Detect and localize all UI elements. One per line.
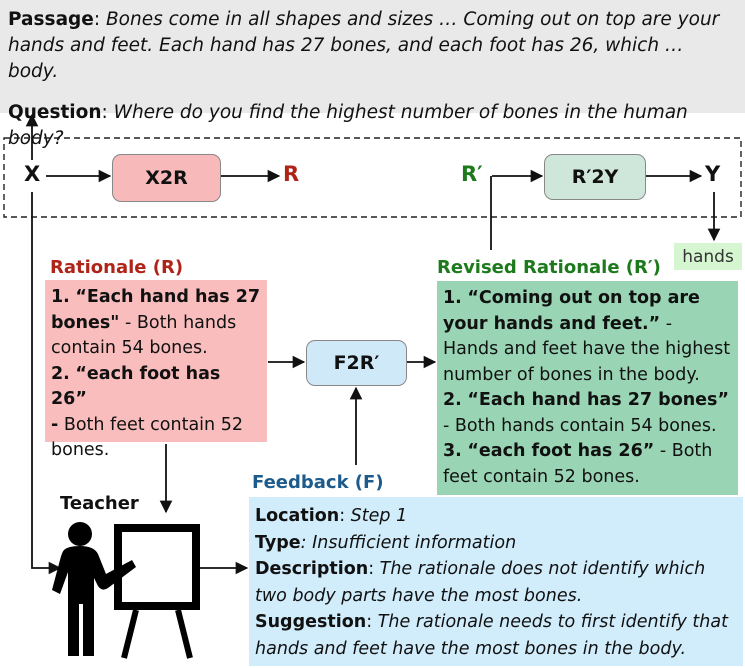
f2r-node: F2R′ [306,340,407,386]
x-to-teacher-arrow [31,192,62,575]
revised-step: 1. “Coming out on top are your hands and… [443,286,732,388]
feedback-suggestion-value: The rationale needs to first identify th… [255,612,728,659]
answer-tag: hands [674,243,742,270]
teacher-icon [52,522,200,659]
feedback-description-value: The rationale does not identify which tw… [255,559,706,606]
y-label: Y [705,162,721,186]
step-quote: “Coming out on top are your hands and fe… [443,288,700,334]
step-text: - Both feet contain 52 bones. [443,441,713,487]
model-dashed-frame [3,137,742,218]
rationale-step: 2. “each foot has 26” - Both feet contai… [51,362,261,464]
step-number: 1. [443,288,462,308]
step-quote: “Each hand has 27 bones" [51,287,261,333]
feedback-suggestion-label: Suggestion [255,612,367,632]
feedback-type-label: Type [255,532,301,553]
feedback-type: Type: Insufficient information [255,532,517,553]
feedback-title: Feedback (F) [252,472,384,493]
step-text: Both feet contain 52 bones. [51,414,243,461]
step-text: - Both hands contain 54 bones. [51,312,237,359]
step-dash: - [51,414,59,435]
r-label: R [283,162,300,186]
x2r-node: X2R [112,154,221,202]
r-prime-label: R′ [461,162,483,186]
step-number: 2. [51,363,70,384]
passage-line: Passage: Bones come in all shapes and si… [8,9,720,82]
step-quote: “Each hand has 27 bones” [467,390,729,410]
step-number: 3. [443,441,462,461]
feedback-suggestion: Suggestion: The rationale needs to first… [255,612,728,659]
feedback-description: Description: The rationale does not iden… [255,559,706,606]
rationale-title: Rationale (R) [50,257,184,278]
rationale-box: 1. “Each hand has 27 bones" - Both hands… [45,280,267,460]
feedback-box: Location: Step 1 Type: Insufficient info… [249,497,743,666]
feedback-location-value: Step 1 [350,506,408,526]
passage-text: Bones come in all shapes and sizes … Com… [8,9,720,82]
feedback-type-value: Insufficient information [312,532,517,553]
passage-label: Passage [8,9,94,30]
step-text: - Both hands contain 54 bones. [443,415,717,436]
step-text: - Hands and feet have the highest number… [443,313,731,385]
step-quote: “each foot has 26” [467,441,655,461]
feedback-description-label: Description [255,559,369,579]
feedback-location-label: Location [255,506,340,526]
revised-rationale-box: 1. “Coming out on top are your hands and… [437,281,738,495]
r2y-node: R′2Y [544,154,646,200]
step-quote: “each foot has 26” [51,363,221,410]
step-number: 2. [443,390,462,410]
revised-step: 3. “each foot has 26” - Both feet contai… [443,439,732,490]
teacher-title: Teacher [60,493,139,514]
revised-step: 2. “Each hand has 27 bones” - Both hands… [443,388,732,439]
feedback-location: Location: Step 1 [255,506,408,526]
x-label: X [24,162,41,186]
step-number: 1. [51,287,70,307]
rationale-step: 1. “Each hand has 27 bones" - Both hands… [51,285,261,362]
revised-rationale-title: Revised Rationale (R′) [437,257,661,278]
